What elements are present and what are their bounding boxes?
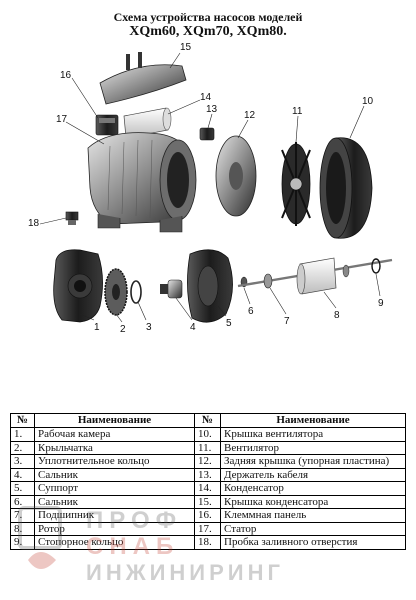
cell: Вентилятор: [220, 440, 406, 455]
callout-18: 18: [28, 218, 40, 229]
cell: Пробка заливного отверстия: [220, 535, 406, 550]
diagram-subtitle: XQm60, XQm70, XQm80.: [129, 24, 287, 39]
table-row: 2. Крыльчатка 11. Вентилятор: [10, 440, 406, 455]
cell: 17.: [194, 521, 221, 536]
fan-cover-part: [319, 137, 373, 239]
pump-chamber-part: [53, 249, 103, 323]
header-name-right: Наименование: [220, 413, 406, 428]
cell: 2.: [10, 440, 35, 455]
callout-3: 3: [146, 322, 152, 333]
cell: Уплотнительное кольцо: [34, 454, 195, 469]
callout-17: 17: [56, 114, 68, 125]
cell: 14.: [194, 481, 221, 496]
table-row: 9. Стопорное кольцо 18. Пробка заливного…: [10, 535, 406, 550]
cell: 15.: [194, 494, 221, 509]
callout-12: 12: [244, 110, 256, 121]
callout-13: 13: [206, 104, 218, 115]
cell: 8.: [10, 521, 35, 536]
callout-16: 16: [60, 70, 72, 81]
cell: 13.: [194, 467, 221, 482]
cell: 10.: [194, 427, 221, 442]
callout-5: 5: [226, 318, 232, 329]
terminal-panel-part: [95, 114, 119, 136]
seal-part: [160, 279, 183, 299]
cell: Крышка конденсатора: [220, 494, 406, 509]
cell: 18.: [194, 535, 221, 550]
callout-10: 10: [362, 96, 374, 107]
cell: Стопорное кольцо: [34, 535, 195, 550]
support-part: [187, 249, 233, 323]
cell: Ротор: [34, 521, 195, 536]
cell: Крыльчатка: [34, 440, 195, 455]
cell: 5.: [10, 481, 35, 496]
callout-7: 7: [284, 316, 290, 327]
callout-14: 14: [200, 92, 212, 103]
cable-holder-part: [199, 127, 215, 141]
cell: Сальник: [34, 494, 195, 509]
cell: Статор: [220, 521, 406, 536]
cell: 12.: [194, 454, 221, 469]
table-row: 7. Подшипник 16. Клеммная панель: [10, 508, 406, 523]
table-header-row: № Наименование № Наименование: [10, 413, 406, 428]
fan-part: [281, 142, 311, 226]
callout-6: 6: [248, 306, 254, 317]
table-row: 3. Уплотнительное кольцо 12. Задняя крыш…: [10, 454, 406, 469]
rear-cover-part: [215, 135, 257, 217]
cell: Подшипник: [34, 508, 195, 523]
callout-11: 11: [292, 106, 303, 117]
callout-labels: 15 16 14 17 13 12 11 10 18 1 2 3 4 5 6 7…: [28, 42, 384, 335]
impeller-part: [104, 268, 128, 316]
cell: 6.: [10, 494, 35, 509]
callout-4: 4: [190, 322, 196, 333]
cell: 3.: [10, 454, 35, 469]
cell: Конденсатор: [220, 481, 406, 496]
callout-8: 8: [334, 310, 340, 321]
capacitor-cover-part: [99, 52, 187, 105]
table-row: 8. Ротор 17. Статор: [10, 521, 406, 536]
callout-9: 9: [378, 298, 384, 309]
table-row: 6. Сальник 15. Крышка конденсатора: [10, 494, 406, 509]
stator-housing-part: [87, 132, 197, 233]
table-row: 1. Рабочая камера 10. Крышка вентилятора: [10, 427, 406, 442]
callout-1: 1: [94, 322, 100, 333]
cell: Сальник: [34, 467, 195, 482]
cell: Суппорт: [34, 481, 195, 496]
cell: Держатель кабеля: [220, 467, 406, 482]
cell: 16.: [194, 508, 221, 523]
rotor-part: [296, 257, 350, 295]
callout-2: 2: [120, 324, 126, 335]
diagram-title: Схема устройства насосов моделей: [113, 10, 303, 24]
cell: 1.: [10, 427, 35, 442]
cell: 4.: [10, 467, 35, 482]
callout-15: 15: [180, 42, 192, 53]
o-ring-part: [130, 280, 142, 304]
cell: 9.: [10, 535, 35, 550]
filler-plug-part: [65, 211, 79, 225]
cell: Задняя крышка (упорная пластина): [220, 454, 406, 469]
table-row: 5. Суппорт 14. Конденсатор: [10, 481, 406, 496]
cell: 7.: [10, 508, 35, 523]
cell: Крышка вентилятора: [220, 427, 406, 442]
capacitor-part: [123, 107, 172, 139]
exploded-pump-diagram: 15 16 14 17 13 12 11 10 18 1 2 3 4 5 6 7…: [28, 42, 393, 335]
leader-lines: [39, 52, 381, 323]
header-number-right: №: [194, 413, 221, 428]
retaining-ring-part: [371, 258, 381, 274]
cell: Клеммная панель: [220, 508, 406, 523]
cell: Рабочая камера: [34, 427, 195, 442]
table-row: 4. Сальник 13. Держатель кабеля: [10, 467, 406, 482]
parts-table: № Наименование № Наименование 1. Рабочая…: [10, 413, 406, 550]
watermark-line3: ИНЖИНИРИНГ: [86, 560, 284, 585]
header-name-left: Наименование: [34, 413, 195, 428]
cell: 11.: [194, 440, 221, 455]
header-number-left: №: [10, 413, 35, 428]
